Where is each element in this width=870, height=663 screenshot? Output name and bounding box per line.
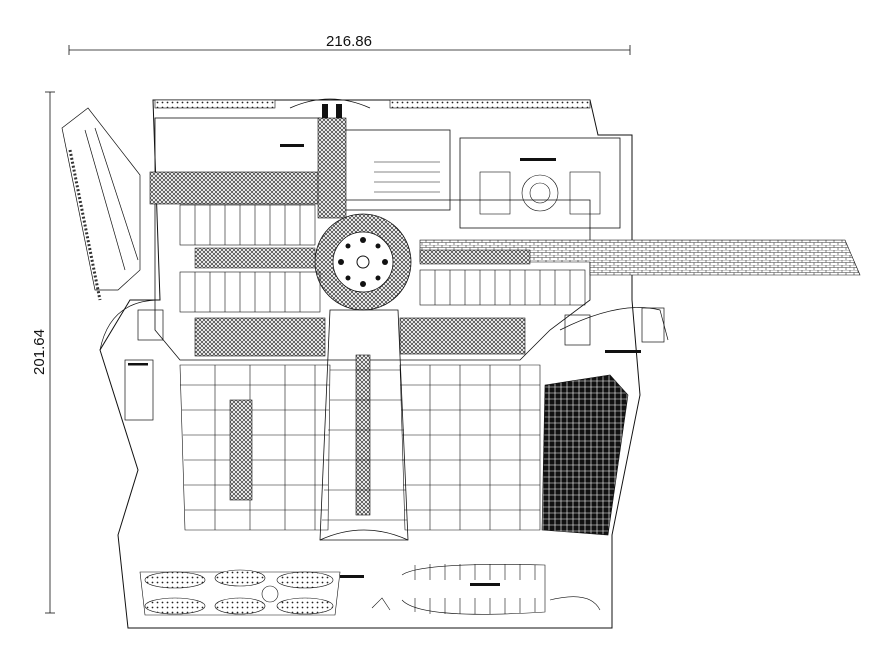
spine-planter	[355, 354, 371, 516]
food-court	[374, 161, 601, 215]
spine-grid	[322, 369, 407, 521]
site-boundary	[99, 99, 641, 629]
west-service-road	[99, 299, 164, 421]
south-entrance	[319, 529, 409, 541]
shop-units-middle	[179, 271, 321, 313]
height-dimension-label: 201.64	[31, 329, 48, 375]
rotunda-seating	[338, 237, 388, 287]
east-anchor-store	[399, 364, 541, 531]
mid-corridor-hatch	[194, 247, 316, 269]
width-dimension	[68, 45, 631, 55]
right-corridor-hatch	[419, 249, 531, 265]
east-parking-grid	[541, 374, 629, 536]
south-parking	[371, 564, 601, 615]
annotation-bars	[128, 144, 641, 586]
upper-promenade	[149, 171, 341, 205]
height-dimension	[45, 91, 55, 614]
west-anchor-store	[179, 364, 331, 531]
east-hall	[399, 317, 526, 355]
east-service-road	[559, 307, 669, 346]
top-hedge	[154, 98, 591, 118]
left-parking-lot	[61, 107, 141, 301]
vertical-walkway	[317, 117, 347, 219]
west-hall	[194, 317, 326, 357]
width-dimension-label: 216.86	[326, 33, 372, 50]
south-garden	[139, 569, 341, 616]
shop-units-upper	[179, 204, 586, 306]
